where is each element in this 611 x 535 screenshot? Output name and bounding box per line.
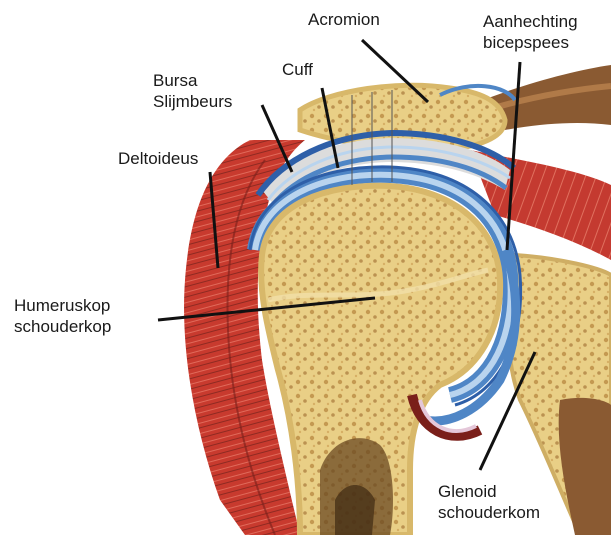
- label-humeruskop-schouderkop: Humeruskop schouderkop: [14, 295, 111, 337]
- label-glenoid-schouderkom: Glenoid schouderkom: [438, 481, 540, 523]
- label-glenoid-line2: schouderkom: [438, 502, 540, 523]
- label-acromion: Acromion: [308, 9, 380, 30]
- label-humeruskop-line1: Humeruskop: [14, 295, 111, 316]
- label-aanhechting-bicepspees: Aanhechting bicepspees: [483, 11, 578, 53]
- label-cuff: Cuff: [282, 59, 313, 80]
- label-aanhechting-line1: Aanhechting: [483, 11, 578, 32]
- label-deltoideus-text: Deltoideus: [118, 148, 198, 169]
- label-aanhechting-line2: bicepspees: [483, 32, 578, 53]
- label-bursa-slijmbeurs: Bursa Slijmbeurs: [153, 70, 232, 112]
- label-bursa-line2: Slijmbeurs: [153, 91, 232, 112]
- label-bursa-line1: Bursa: [153, 70, 232, 91]
- label-deltoideus: Deltoideus: [118, 148, 198, 169]
- label-glenoid-line1: Glenoid: [438, 481, 540, 502]
- label-humeruskop-line2: schouderkop: [14, 316, 111, 337]
- label-acromion-text: Acromion: [308, 9, 380, 30]
- label-cuff-text: Cuff: [282, 59, 313, 80]
